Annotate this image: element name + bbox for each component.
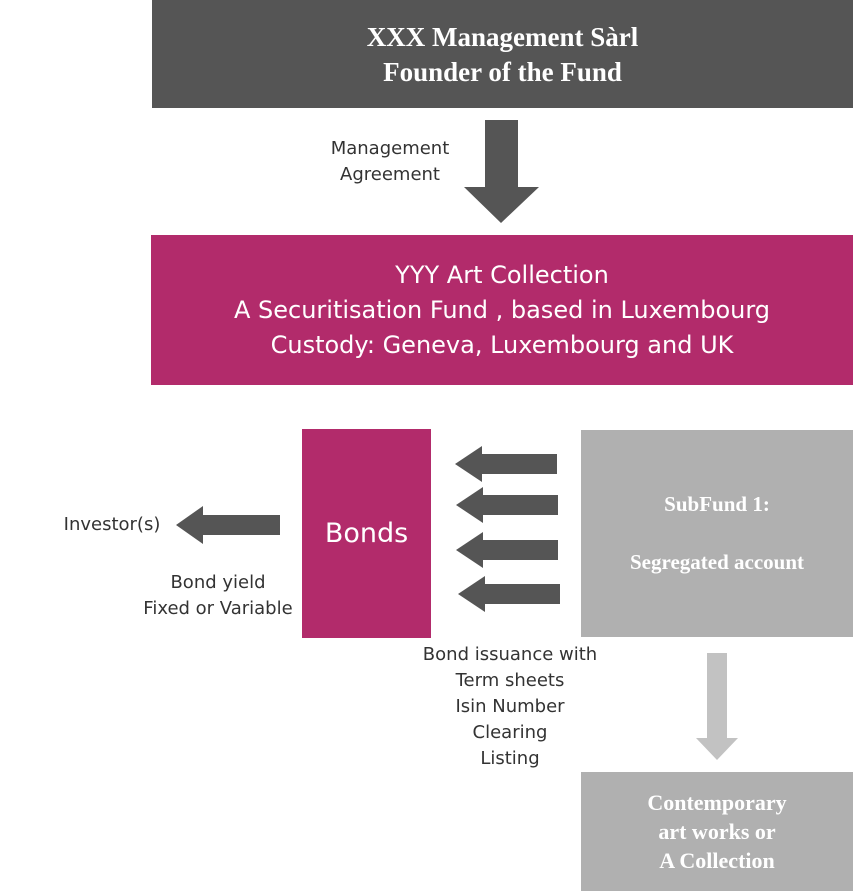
collection-line: art works or xyxy=(658,819,776,844)
bond-issuance-label: Bond issuance with Term sheets Isin Numb… xyxy=(405,642,615,772)
left-arrow-icon xyxy=(458,576,560,612)
subfund-box: SubFund 1: Segregated account xyxy=(581,430,853,637)
left-arrow-icon xyxy=(456,487,558,523)
bonds-label: Bonds xyxy=(324,518,409,549)
down-arrow-icon xyxy=(464,120,539,223)
issuance-line: Bond issuance with xyxy=(422,644,598,665)
down-arrow-icon xyxy=(696,653,738,760)
investor-label: Investor(s) xyxy=(63,514,161,535)
fund-type: A Securitisation Fund , based in Luxembo… xyxy=(233,295,771,324)
bond-yield-label: Bond yield Fixed or Variable xyxy=(143,572,293,619)
issuance-line: Clearing xyxy=(472,722,548,743)
left-arrow-icon xyxy=(176,506,280,544)
collection-box: Contemporary art works or A Collection xyxy=(581,772,853,891)
fund-custody: Custody: Geneva, Luxembourg and UK xyxy=(270,330,734,359)
founder-name: XXX Management Sàrl xyxy=(366,22,639,52)
subfund-subtitle: Segregated account xyxy=(630,550,804,574)
issuance-line: Isin Number xyxy=(455,696,565,717)
issuance-line: Term sheets xyxy=(455,670,565,691)
bonds-box: Bonds xyxy=(302,429,431,638)
collection-line: A Collection xyxy=(659,848,775,873)
fund-box: YYY Art Collection A Securitisation Fund… xyxy=(151,235,853,385)
collection-line: Contemporary xyxy=(647,790,787,815)
management-agreement-label: Management Agreement xyxy=(330,138,450,185)
founder-box: XXX Management Sàrl Founder of the Fund xyxy=(152,0,853,108)
subfund-title: SubFund 1: xyxy=(664,492,770,516)
fund-name: YYY Art Collection xyxy=(395,260,609,289)
left-arrow-icon xyxy=(455,446,557,482)
founder-role: Founder of the Fund xyxy=(383,57,622,87)
left-arrow-icon xyxy=(456,532,558,568)
issuance-line: Listing xyxy=(480,748,540,769)
